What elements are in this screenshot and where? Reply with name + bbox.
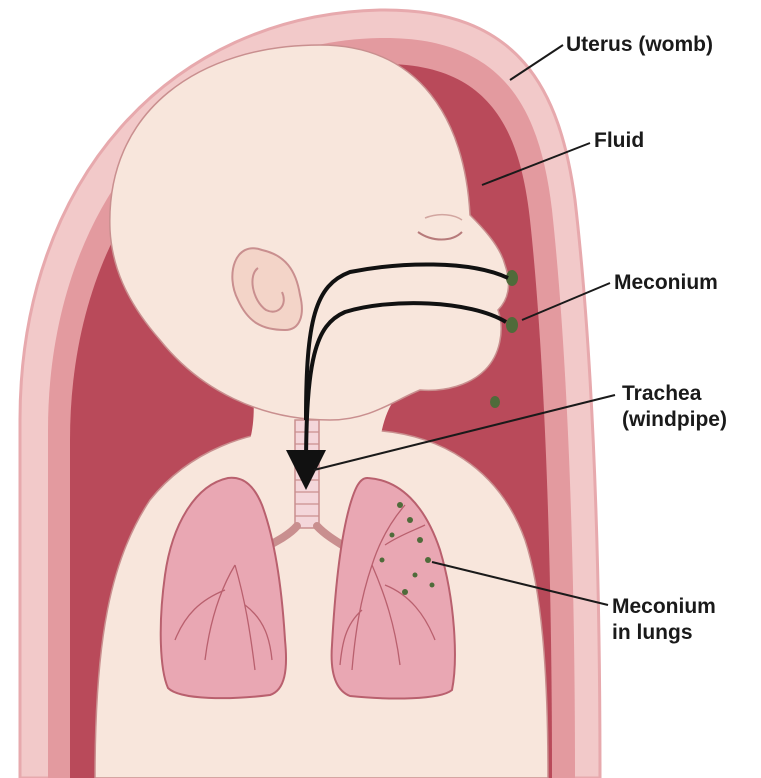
label-lungs-line2: in lungs — [612, 620, 716, 646]
label-trachea-line1: Trachea — [622, 381, 727, 407]
label-meconium-in-lungs: Meconium in lungs — [612, 594, 716, 646]
label-uterus: Uterus (womb) — [566, 32, 713, 58]
label-lungs-line1: Meconium — [612, 594, 716, 620]
label-trachea-line2: (windpipe) — [622, 407, 727, 433]
label-meconium: Meconium — [614, 270, 718, 296]
label-trachea: Trachea (windpipe) — [622, 381, 727, 433]
label-fluid: Fluid — [594, 128, 644, 154]
